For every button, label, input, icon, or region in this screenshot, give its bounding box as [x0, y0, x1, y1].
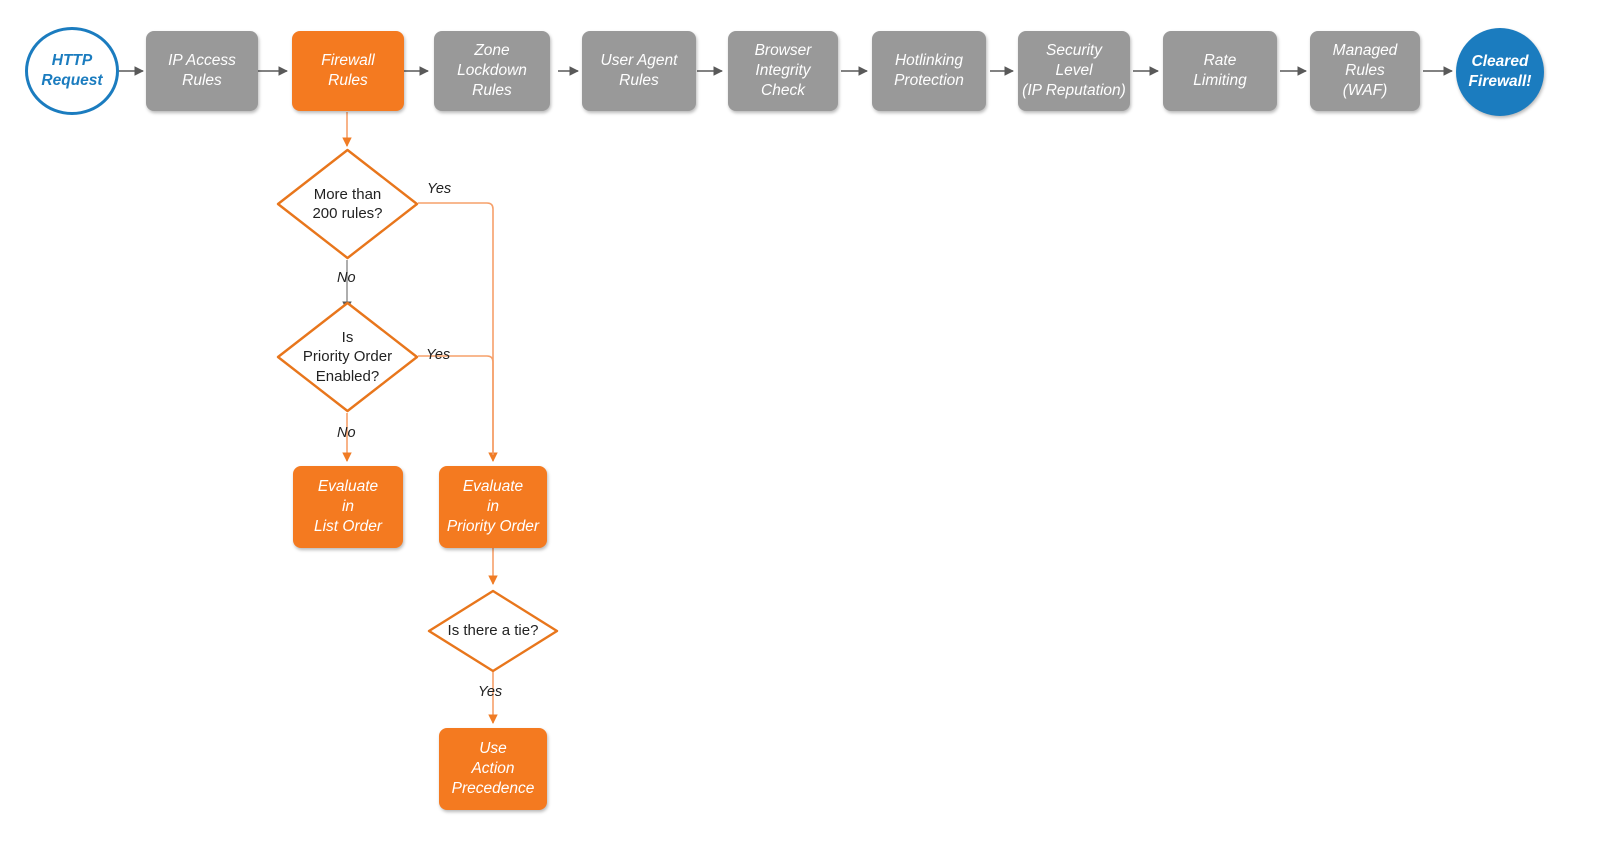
decision-is-there-a-tie[interactable]: Is there a tie?	[427, 589, 559, 673]
decision-label: Is Priority Order Enabled?	[302, 328, 393, 385]
edge-label-no-priority-order: No	[337, 425, 356, 441]
edge-label-yes-priority-order: Yes	[426, 347, 451, 363]
node-security-level[interactable]: Security Level (IP Reputation)	[1018, 31, 1130, 111]
decision-priority-order-enabled[interactable]: Is Priority Order Enabled?	[276, 301, 419, 413]
decision-label: Is there a tie?	[447, 622, 539, 640]
node-rate-limiting[interactable]: Rate Limiting	[1163, 31, 1277, 111]
node-ip-access-rules[interactable]: IP Access Rules	[146, 31, 258, 111]
edge-label-yes-more-than-200: Yes	[427, 181, 452, 197]
node-http-request[interactable]: HTTP Request	[25, 27, 119, 115]
node-user-agent-rules[interactable]: User Agent Rules	[582, 31, 696, 111]
node-evaluate-in-priority-order[interactable]: Evaluate in Priority Order	[439, 466, 547, 548]
diamond-shape	[427, 589, 559, 673]
decision-more-than-200-rules[interactable]: More than 200 rules?	[276, 148, 419, 260]
edge-label-yes-is-there-a-tie: Yes	[478, 684, 503, 700]
decision-label: More than 200 rules?	[312, 185, 383, 223]
node-evaluate-in-list-order[interactable]: Evaluate in List Order	[293, 466, 403, 548]
node-hotlinking-protection[interactable]: Hotlinking Protection	[872, 31, 986, 111]
node-browser-integrity-check[interactable]: Browser Integrity Check	[728, 31, 838, 111]
node-zone-lockdown-rules[interactable]: Zone Lockdown Rules	[434, 31, 550, 111]
edge-label-no-more-than-200: No	[337, 270, 356, 286]
edge-yes-priority-to-priority-order	[418, 355, 494, 455]
diamond-shape	[276, 148, 419, 260]
node-use-action-precedence[interactable]: Use Action Precedence	[439, 728, 547, 810]
node-firewall-rules[interactable]: Firewall Rules	[292, 31, 404, 111]
node-managed-rules-waf[interactable]: Managed Rules (WAF)	[1310, 31, 1420, 111]
diamond-shape	[276, 301, 419, 413]
node-cleared-firewall[interactable]: Cleared Firewall!	[1456, 28, 1544, 116]
edge-yes-200-to-priority-order	[418, 202, 498, 462]
